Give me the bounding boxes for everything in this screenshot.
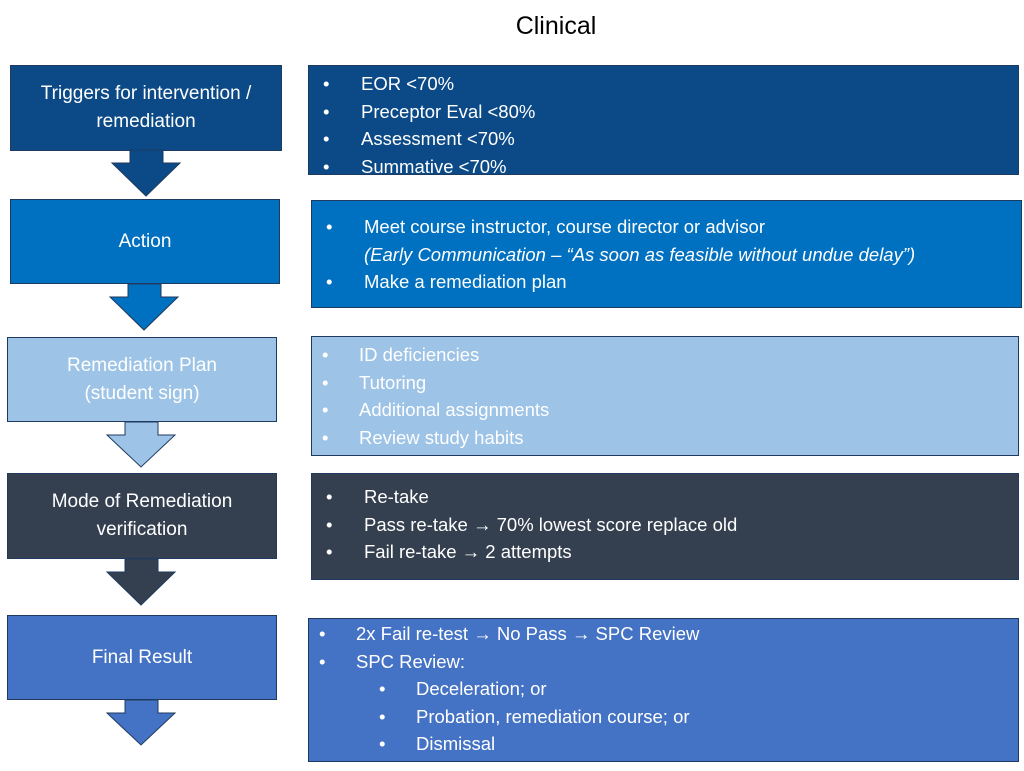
final-result-details: 2x Fail re-test → No Pass → SPC Review S…: [308, 618, 1019, 762]
step-label: Action: [118, 230, 172, 252]
step-triggers: Triggers for intervention / remediation: [10, 65, 282, 151]
step-mode-of-verification: Mode of Remediation verification: [7, 473, 277, 559]
diagram-title: Clinical: [515, 12, 597, 40]
down-arrow-icon: [105, 699, 177, 746]
list-item: Tutoring: [312, 369, 1018, 397]
list-item: Summative <70%: [309, 153, 1018, 181]
step-label: Remediation Plan (student sign): [67, 354, 217, 404]
list-item: ID deficiencies: [312, 341, 1018, 369]
verification-details: Re-take Pass re-take → 70% lowest score …: [311, 473, 1019, 580]
list-item: SPC Review:: [309, 648, 1018, 676]
list-item: Preceptor Eval <80%: [309, 98, 1018, 126]
sub-list-item: Deceleration; or: [309, 675, 1018, 703]
list-item: Additional assignments: [312, 396, 1018, 424]
down-arrow-icon: [105, 421, 177, 468]
list-item: EOR <70%: [309, 70, 1018, 98]
list-item-text: Meet course instructor, course director …: [364, 216, 765, 237]
sub-list-item: Probation, remediation course; or: [309, 703, 1018, 731]
down-arrow-icon: [108, 283, 180, 331]
list-item: Fail re-take → 2 attempts: [312, 538, 1018, 566]
remediation-plan-details: ID deficiencies Tutoring Additional assi…: [311, 336, 1019, 456]
action-details: Meet course instructor, course director …: [311, 200, 1022, 308]
list-item: Review study habits: [312, 424, 1018, 452]
step-action: Action: [10, 199, 280, 284]
down-arrow-icon: [110, 149, 182, 197]
step-label: Mode of Remediation verification: [51, 491, 233, 540]
step-label: Triggers for intervention / remediation: [40, 83, 252, 132]
list-item: Make a remediation plan: [312, 268, 1021, 296]
list-item: Pass re-take → 70% lowest score replace …: [312, 511, 1018, 539]
step-final-result: Final Result: [7, 615, 277, 700]
step-remediation-plan: Remediation Plan (student sign): [7, 337, 277, 422]
step-label: Final Result: [91, 646, 193, 668]
list-item: Re-take: [312, 483, 1018, 511]
list-item: 2x Fail re-test → No Pass → SPC Review: [309, 620, 1018, 648]
triggers-details: EOR <70% Preceptor Eval <80% Assessment …: [308, 65, 1019, 180]
list-item: Assessment <70%: [309, 125, 1018, 153]
note-text: (Early Communication – “As soon as feasi…: [364, 243, 916, 265]
list-item: Meet course instructor, course director …: [312, 213, 1021, 268]
sub-list-item: Dismissal: [309, 730, 1018, 758]
down-arrow-icon: [105, 558, 177, 606]
